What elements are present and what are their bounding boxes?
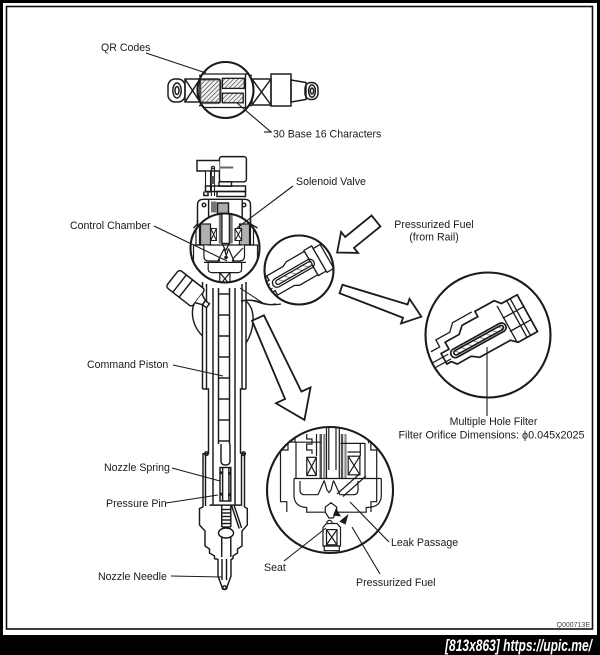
svg-text:Pressurized Fuel: Pressurized Fuel	[356, 577, 435, 589]
svg-text:Command Piston: Command Piston	[87, 359, 168, 371]
svg-text:Solenoid Valve: Solenoid Valve	[296, 176, 366, 188]
svg-text:Multiple Hole Filter: Multiple Hole Filter	[450, 416, 538, 428]
svg-text:Filter Orifice Dimensions: ϕ0.: Filter Orifice Dimensions: ϕ0.045x2025	[398, 430, 584, 442]
svg-text:Nozzle Needle: Nozzle Needle	[98, 571, 167, 583]
svg-text:QR Codes: QR Codes	[101, 42, 150, 54]
svg-text:Control Chamber: Control Chamber	[70, 220, 151, 232]
svg-text:Nozzle Spring: Nozzle Spring	[104, 462, 170, 474]
svg-text:Q000713E: Q000713E	[557, 622, 591, 629]
svg-text:30 Base 16 Characters: 30 Base 16 Characters	[273, 129, 381, 141]
svg-text:Leak Passage: Leak Passage	[391, 537, 458, 549]
svg-text:Pressurized Fuel: Pressurized Fuel	[394, 219, 473, 231]
svg-text:Pressure Pin: Pressure Pin	[106, 498, 167, 510]
svg-text:(from Rail): (from Rail)	[409, 232, 458, 244]
svg-text:Seat: Seat	[264, 562, 286, 574]
svg-text:[813x863] https://upic.me/: [813x863] https://upic.me/	[444, 636, 593, 655]
